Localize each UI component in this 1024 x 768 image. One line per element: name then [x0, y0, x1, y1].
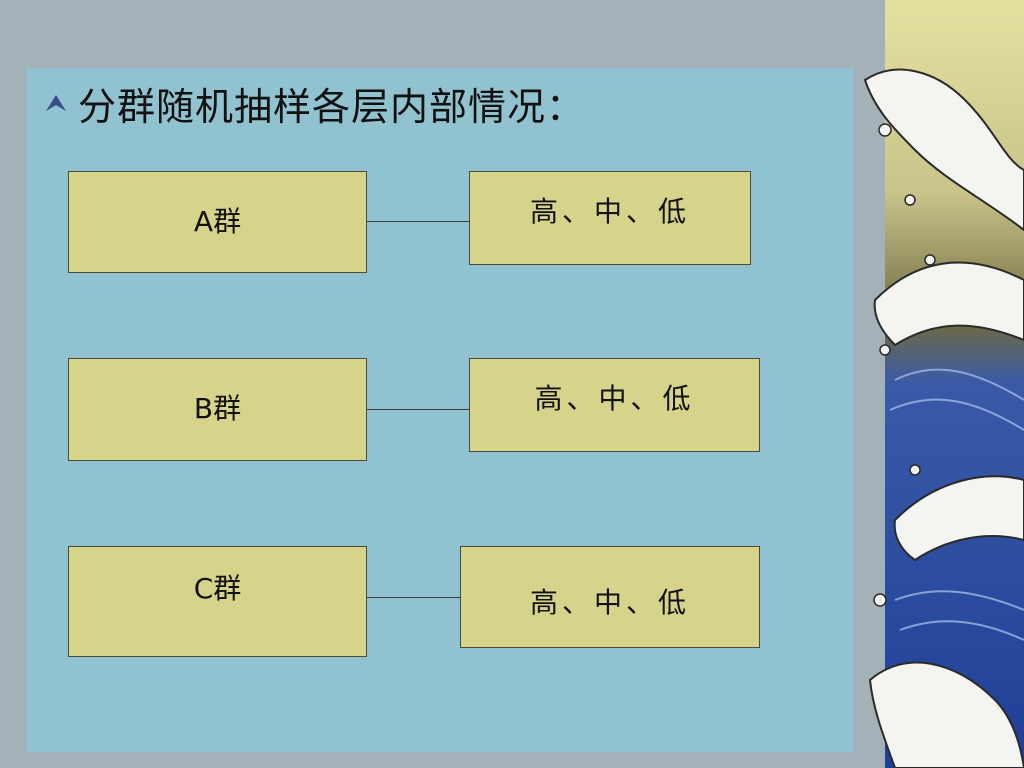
strata-box-b: 高、中、低: [469, 358, 760, 452]
strata-label: 高、中、低: [534, 382, 695, 415]
group-label: C群: [193, 572, 242, 605]
group-box-a: A群: [68, 171, 367, 273]
group-box-c: C群: [68, 546, 367, 657]
title-row: 分群随机抽样各层内部情况：: [44, 78, 586, 129]
page-title: 分群随机抽样各层内部情况：: [78, 84, 586, 129]
strata-label: 高、中、低: [529, 586, 690, 619]
strata-box-a: 高、中、低: [469, 171, 751, 265]
connector-line: [367, 597, 460, 598]
wave-illustration: [855, 0, 1024, 768]
group-label: B群: [193, 392, 242, 425]
strata-label: 高、中、低: [529, 195, 690, 228]
group-label: A群: [193, 205, 242, 238]
strata-box-c: 高、中、低: [460, 546, 760, 648]
caret-bullet-icon: [46, 95, 66, 111]
connector-line: [367, 221, 469, 222]
group-box-b: B群: [68, 358, 367, 461]
connector-line: [367, 409, 469, 410]
